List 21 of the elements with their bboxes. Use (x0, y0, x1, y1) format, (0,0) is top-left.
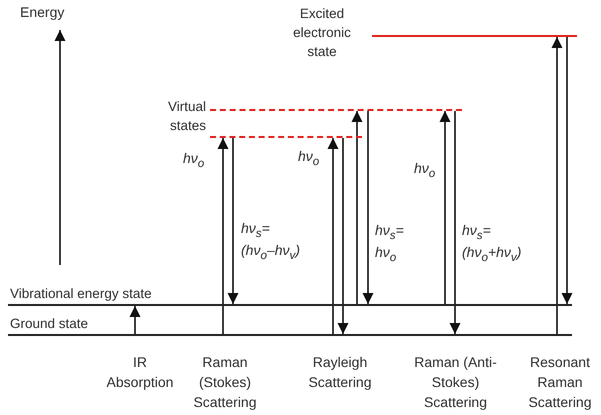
level-label: Ground state (10, 315, 90, 333)
transition-arrow (129, 306, 141, 334)
process-label: Resonant Raman Scattering (527, 353, 593, 412)
process-label: Raman (Stokes) Scattering (192, 353, 258, 412)
transition-arrow (362, 111, 374, 304)
transition-arrow (439, 111, 451, 304)
transition-arrow (217, 138, 229, 334)
transition-arrow (227, 138, 239, 304)
transition-arrow (561, 37, 573, 304)
transition-arrow (449, 111, 461, 334)
process-label: IR Absorption (106, 353, 174, 392)
process-label: Raman (Anti-Stokes) Scattering (413, 353, 498, 412)
level-label: Virtual states (166, 98, 206, 135)
transition-arrow (337, 138, 349, 334)
level-label: Excited electronic state (292, 5, 352, 61)
process-label: Rayleigh Scattering (307, 353, 373, 392)
axis-label: Energy (20, 3, 66, 22)
transition-arrow (351, 111, 363, 304)
level-label: Vibrational energy state (10, 285, 153, 303)
transition-arrow (551, 37, 563, 334)
transition-arrow (327, 138, 339, 334)
